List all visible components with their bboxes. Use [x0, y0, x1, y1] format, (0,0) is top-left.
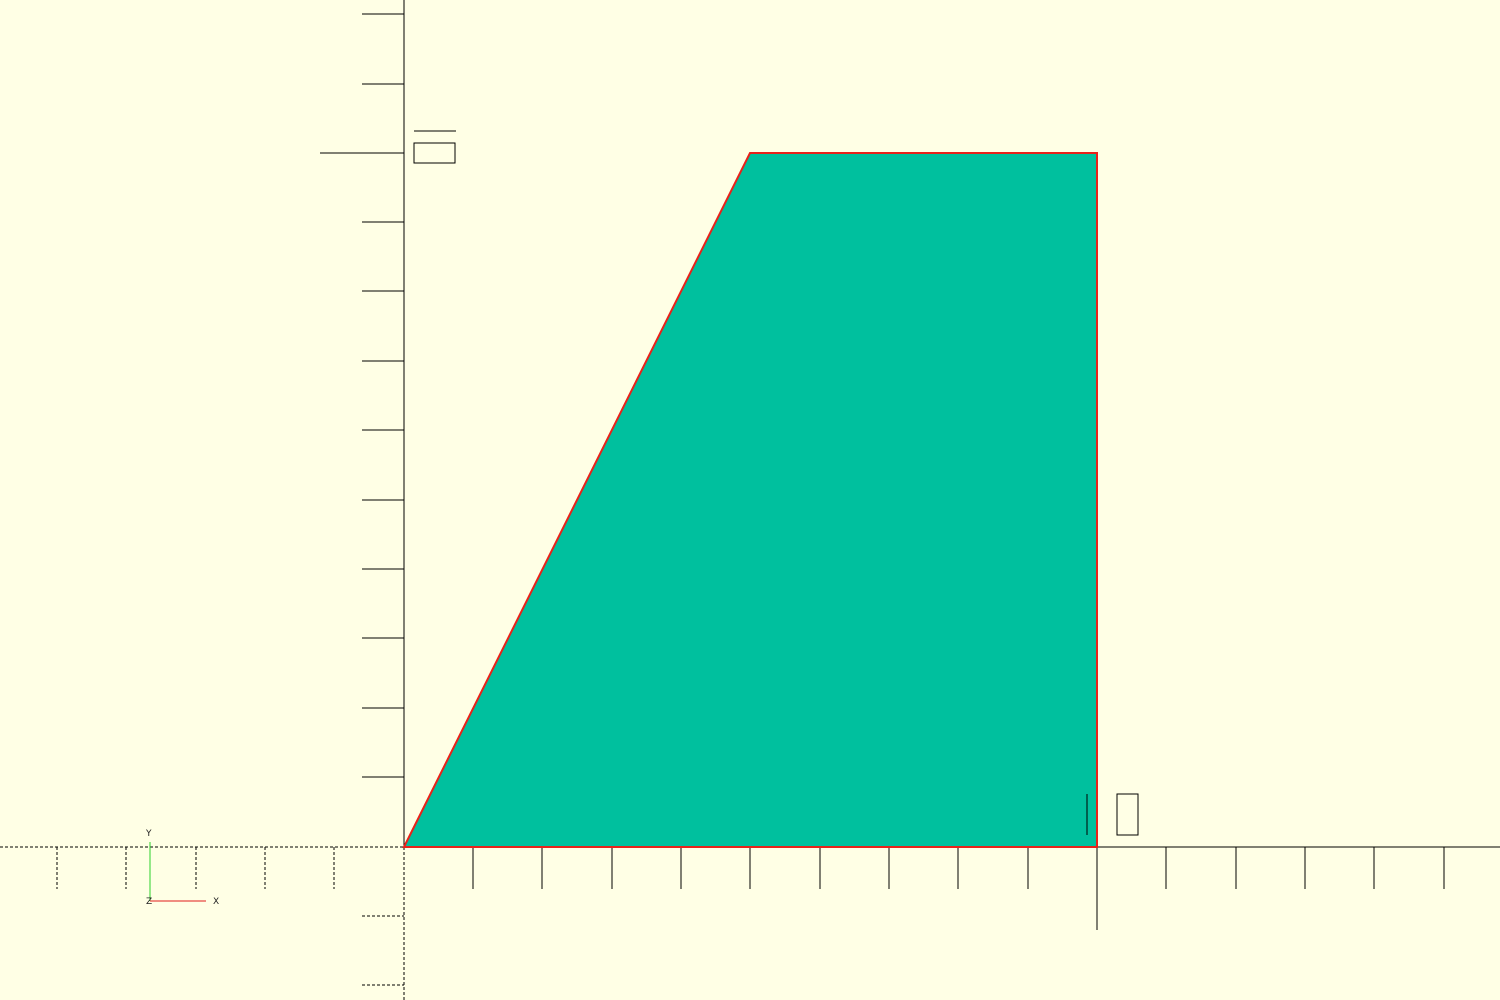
x-axis-ticks [56, 847, 1445, 930]
glyph-box [1116, 793, 1139, 836]
gizmo-y-label: Y [145, 829, 152, 839]
y-axis-value-glyph [413, 130, 456, 164]
glyph-box [413, 142, 456, 164]
gizmo-z-label: Z [146, 897, 152, 907]
gizmo-x-label: X [213, 897, 219, 907]
trapezoid-polygon[interactable] [402, 152, 1098, 848]
y-axis-ticks [320, 13, 404, 986]
axes-orientation-gizmo: Y X Z [145, 829, 219, 907]
x-axis-value-glyph [1086, 793, 1139, 836]
